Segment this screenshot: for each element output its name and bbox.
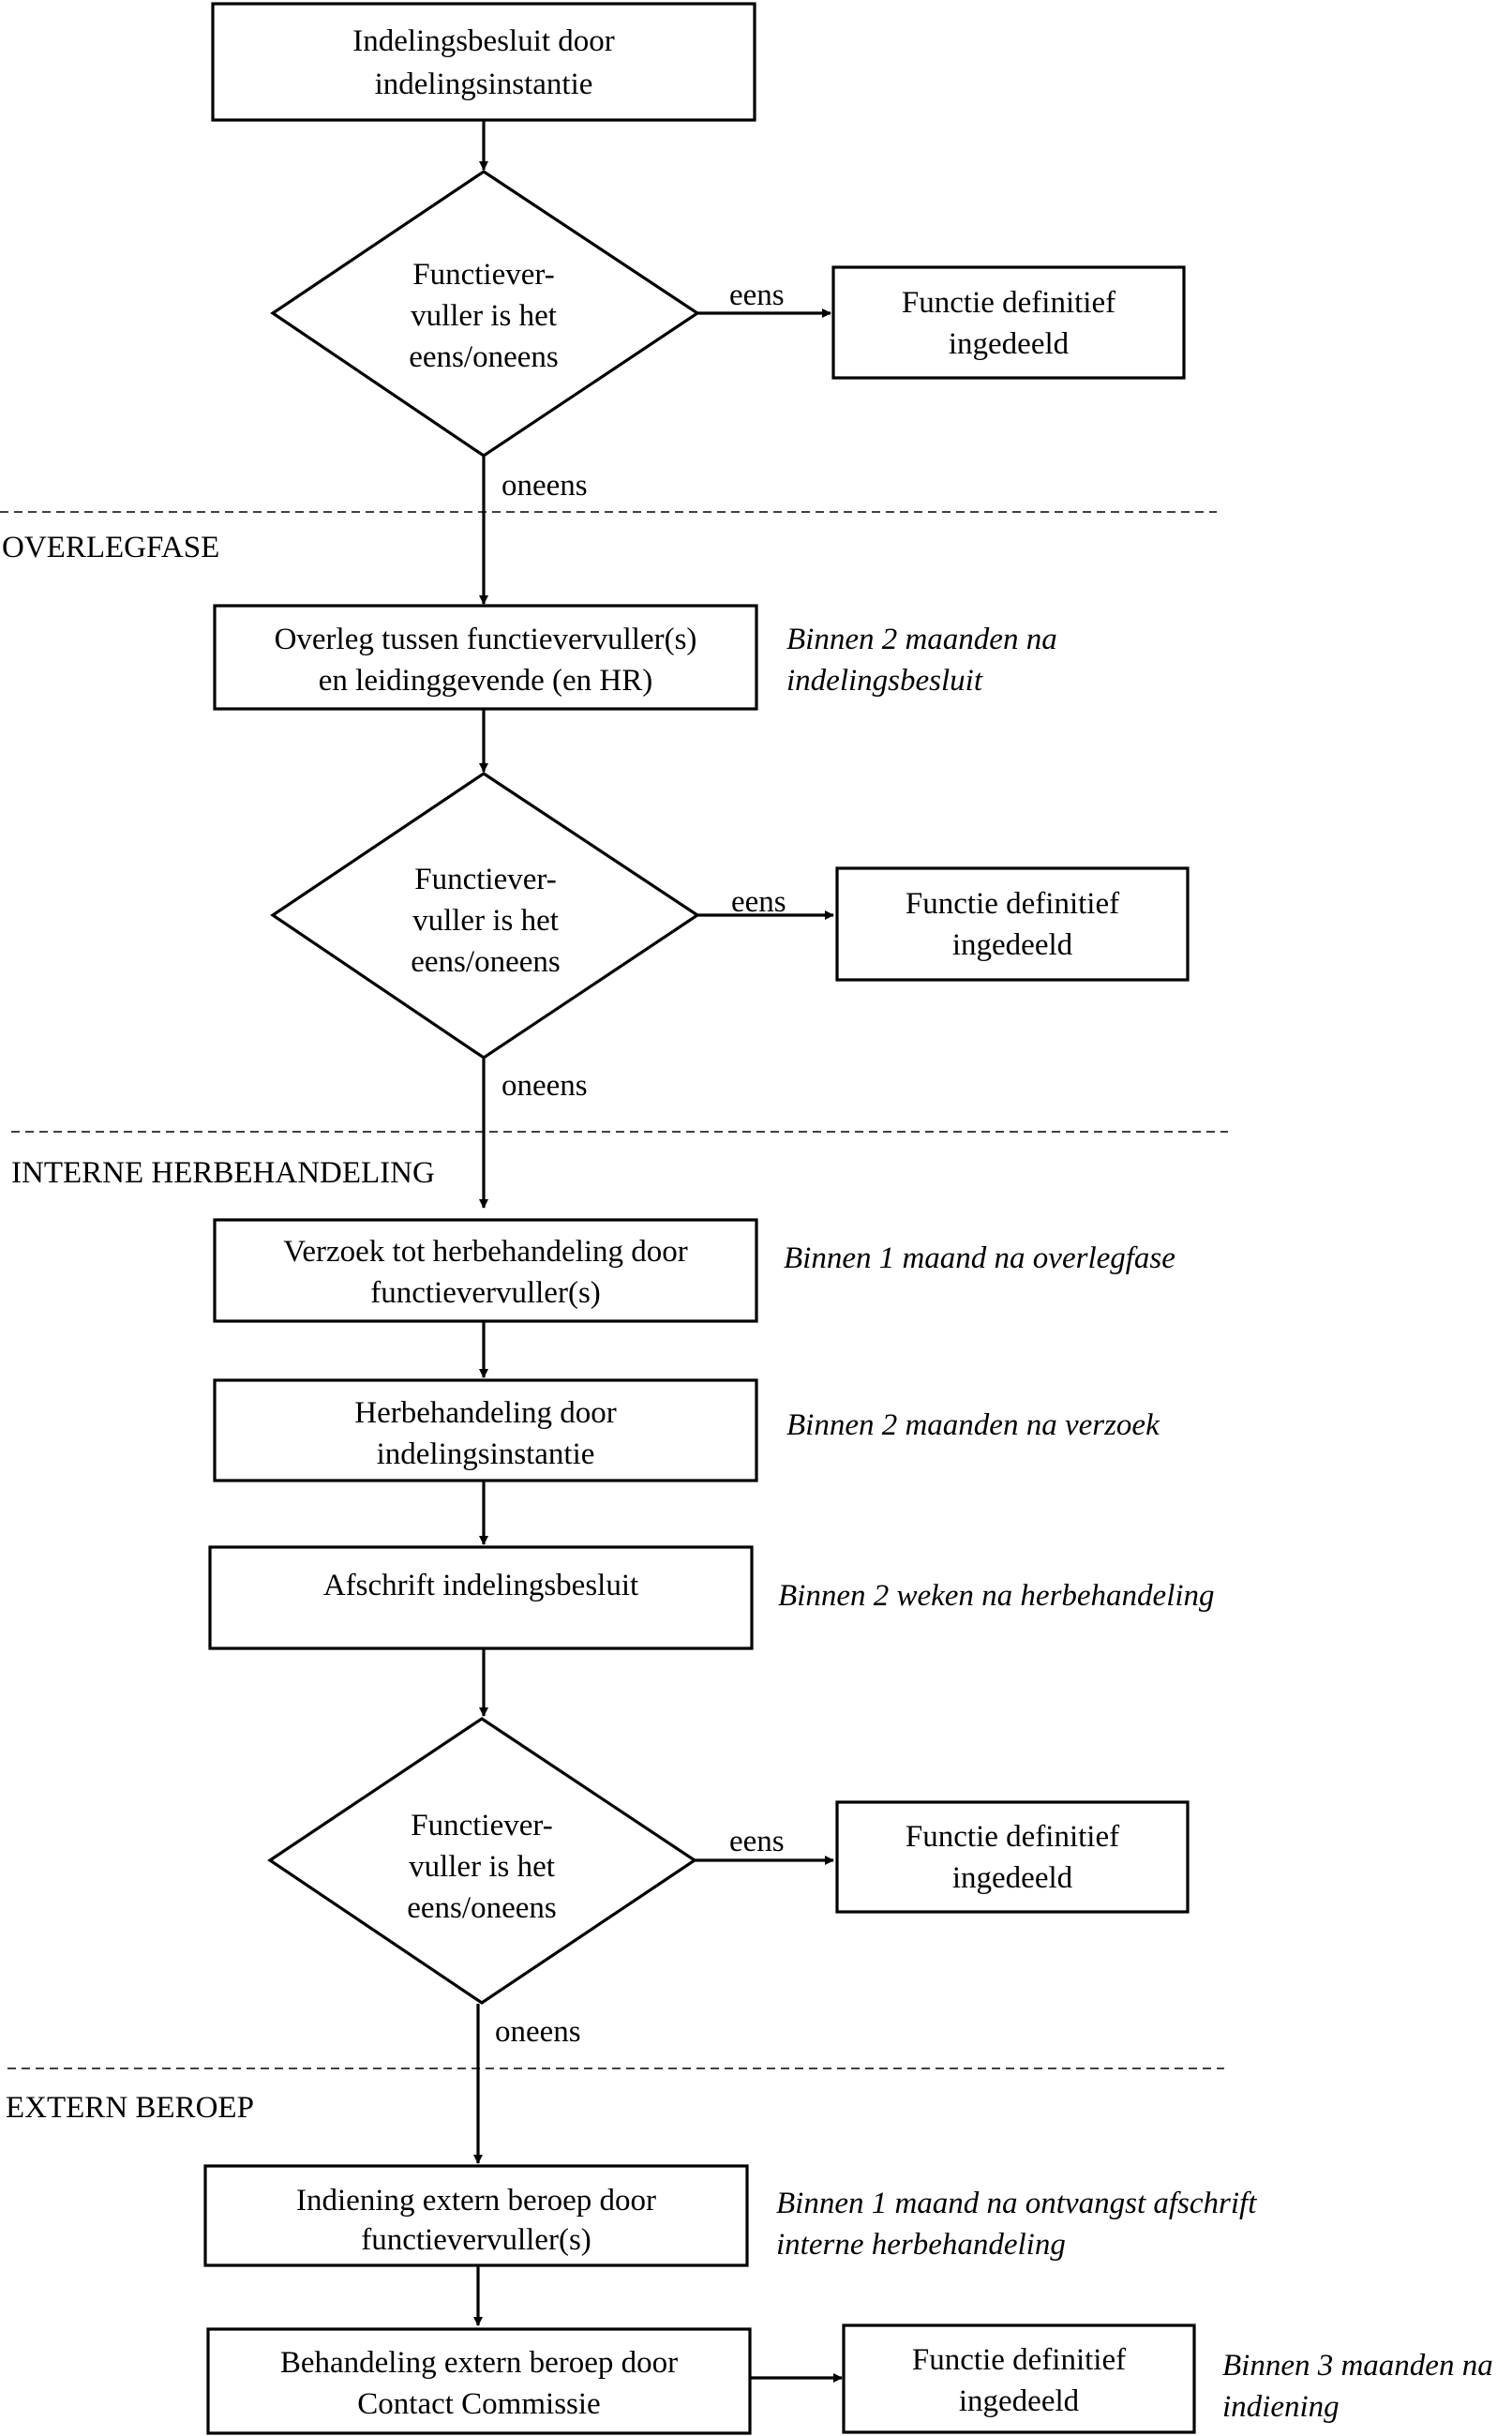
box-final-2-text-line: ingedeeld (952, 928, 1073, 962)
edge-label-eens-1: eens (729, 278, 785, 312)
box-behandeling-text-line: Contact Commissie (357, 2387, 600, 2421)
decision-3-text-line: eens/oneens (407, 1891, 556, 1925)
box-final-2-text-line: Functie definitief (906, 887, 1119, 921)
phase-label-extern-beroep: EXTERN BEROEP (6, 2091, 254, 2125)
deadline-overleg: Binnen 2 maanden na indelingsbesluit (786, 623, 1057, 698)
decision-1-text-line: vuller is het (411, 299, 557, 333)
decision-2-text-line: eens/oneens (411, 945, 560, 979)
decision-2 (270, 772, 700, 1060)
box-final-3-text-line: Functie definitief (906, 1820, 1119, 1854)
box-herbehandeling-text: Herbehandeling door indelingsinstantie (354, 1396, 617, 1471)
deadline-verzoek-line: Binnen 1 maand na overlegfase (784, 1241, 1175, 1275)
box-final-4-text-line: Functie definitief (912, 2343, 1126, 2377)
deadline-behandeling: Binnen 3 maanden na indiening (1222, 2349, 1493, 2424)
box-final-4-text-line: ingedeeld (959, 2384, 1080, 2418)
box-verzoek-text: Verzoek tot herbehandeling door functieve… (283, 1235, 688, 1310)
box-indiening (203, 2164, 749, 2267)
decision-1-text-line: Functiever- (412, 258, 554, 292)
box-indiening-text: Indiening extern beroep door functievervu… (296, 2184, 656, 2257)
decision-3-text: Functiever-vuller is het eens/oneens (407, 1809, 556, 1925)
decision-3 (267, 1717, 697, 2005)
deadline-herbehandeling: Binnen 2 maanden na verzoek (786, 1408, 1160, 1442)
box-behandeling (206, 2327, 752, 2435)
box-indiening-text-line: functievervuller(s) (361, 2223, 591, 2257)
box-afschrift-text: Afschrift indelingsbesluit (323, 1569, 638, 1602)
phase-label-interne-herbehandeling: INTERNE HERBEHANDELING (11, 1156, 435, 1190)
box-final-4 (842, 2323, 1196, 2434)
decision-1 (270, 170, 700, 458)
box-final-3-text: Functie definitief ingedeeld (906, 1820, 1119, 1895)
box-herbehandeling-text-line: Herbehandeling door (354, 1396, 617, 1430)
box-herbehandeling (213, 1378, 758, 1482)
box-afschrift (208, 1545, 754, 1650)
edge-label-oneens-1: oneens (502, 469, 588, 503)
decision-3-text-line: Functiever- (411, 1809, 552, 1842)
edge-label-oneens-3: oneens (495, 2015, 581, 2049)
deadline-indiening-line: interne herbehandeling (776, 2228, 1066, 2262)
deadline-behandeling-line: indiening (1222, 2390, 1340, 2424)
edge-label-oneens-2: oneens (502, 1069, 588, 1103)
deadline-herbehandeling-line: Binnen 2 maanden na verzoek (786, 1408, 1160, 1442)
box-verzoek-text-line: functievervuller(s) (370, 1276, 601, 1310)
box-final-4-text: Functie definitief ingedeeld (912, 2343, 1126, 2418)
deadline-afschrift: Binnen 2 weken na herbehandeling (778, 1579, 1215, 1613)
box-final-2 (835, 866, 1190, 982)
deadline-afschrift-line: Binnen 2 weken na herbehandeling (778, 1579, 1215, 1613)
box-behandeling-text-line: Behandeling extern beroep door (280, 2346, 678, 2380)
box-overleg-text-line: Overleg tussen functievervuller(s) (275, 623, 697, 656)
decision-2-text: Functiever-vuller is het eens/oneens (411, 863, 560, 979)
box-final-1-text-line: Functie definitief (902, 286, 1115, 320)
decision-2-text-line: vuller is het (412, 904, 559, 938)
box-overleg (213, 604, 758, 711)
box-final-2-text: Functie definitief ingedeeld (906, 887, 1119, 962)
edge-label-eens-2: eens (731, 885, 786, 919)
decision-1-text-line: eens/oneens (409, 340, 558, 374)
box-verzoek-text-line: Verzoek tot herbehandeling door (283, 1235, 688, 1269)
box-herbehandeling-text-line: indelingsinstantie (377, 1437, 595, 1471)
box-final-3 (835, 1800, 1190, 1914)
deadline-behandeling-line: Binnen 3 maanden na (1222, 2349, 1493, 2383)
box-final-1-text: Functie definitief ingedeeld (902, 286, 1115, 361)
box-start-text: Indelingsbesluit door indelingsinstantie (352, 24, 615, 101)
edge-label-eens-3: eens (729, 1825, 785, 1858)
deadline-indiening-line: Binnen 1 maand na ontvangst afschrift (776, 2187, 1257, 2220)
box-overleg-text: Overleg tussen functievervuller(s) en lei… (275, 623, 697, 698)
decision-2-text-line: Functiever- (414, 863, 556, 896)
deadline-indiening: Binnen 1 maand na ontvangst afschrift int… (776, 2187, 1257, 2262)
box-final-3-text-line: ingedeeld (952, 1861, 1073, 1895)
decision-3-text-line: vuller is het (409, 1850, 555, 1884)
phase-label-overlegfase: OVERLEGFASE (2, 531, 219, 564)
box-final-1 (831, 265, 1186, 380)
box-verzoek (213, 1218, 758, 1323)
box-start-text-line: indelingsinstantie (375, 68, 593, 101)
decision-1-text: Functiever-vuller is het eens/oneens (409, 258, 558, 374)
box-final-1-text-line: ingedeeld (949, 327, 1070, 361)
deadline-verzoek: Binnen 1 maand na overlegfase (784, 1241, 1175, 1275)
box-start-text-line: Indelingsbesluit door (352, 24, 615, 58)
box-start (211, 2, 756, 122)
box-overleg-text-line: en leidinggevende (en HR) (319, 664, 652, 698)
deadline-overleg-line: Binnen 2 maanden na (786, 623, 1057, 656)
box-afschrift-text-line: Afschrift indelingsbesluit (323, 1569, 638, 1602)
deadline-overleg-line: indelingsbesluit (786, 664, 983, 698)
box-indiening-text-line: Indiening extern beroep door (296, 2184, 656, 2218)
